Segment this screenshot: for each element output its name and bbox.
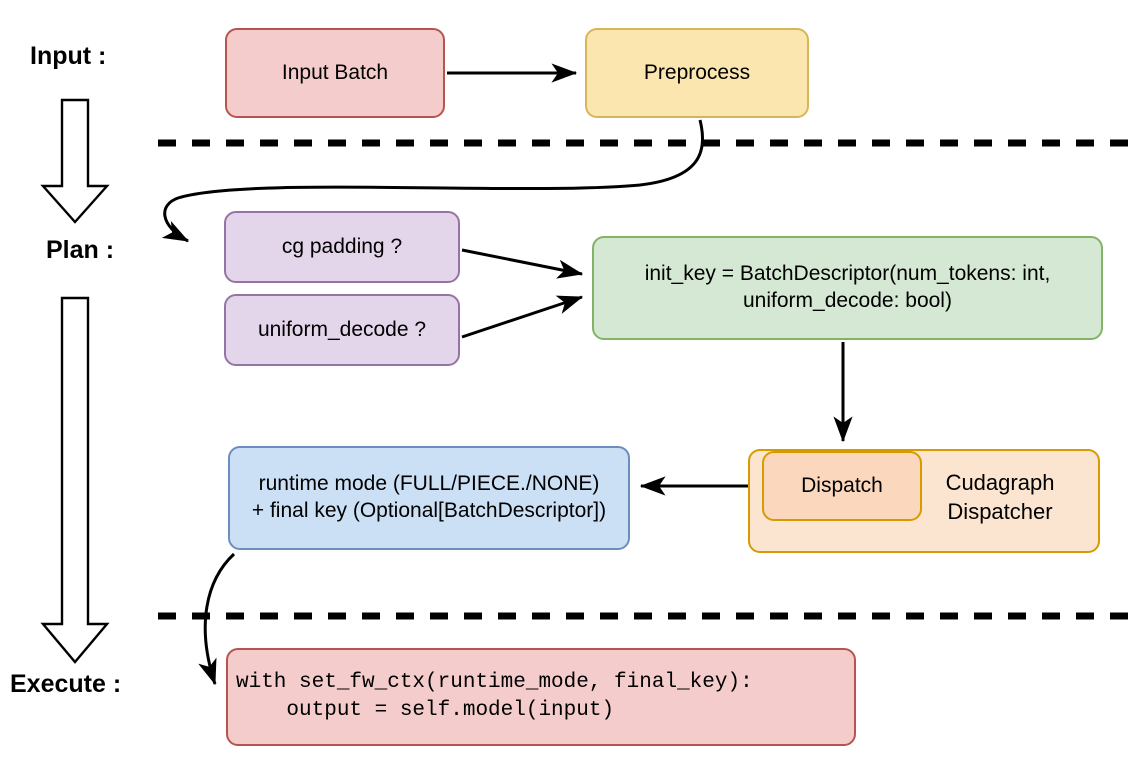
stage-label-plan: Plan : (46, 236, 115, 264)
node-runtime-mode-text: runtime mode (FULL/PIECE./NONE) + final … (252, 471, 606, 525)
node-runtime-mode[interactable]: runtime mode (FULL/PIECE./NONE) + final … (228, 446, 630, 550)
node-runtime-mode-line2: + final key (Optional[BatchDescriptor]) (251, 499, 607, 522)
plan-to-execute-flow-arrow (40, 296, 110, 664)
node-dispatch[interactable]: Dispatch (762, 451, 922, 521)
node-init-key[interactable]: init_key = BatchDescriptor(num_tokens: i… (592, 236, 1103, 340)
node-exec-code-text: with set_fw_ctx(runtime_mode, final_key)… (236, 669, 753, 726)
input-to-plan-flow-arrow (40, 98, 110, 224)
stage-label-input: Input : (30, 42, 107, 70)
node-init-key-line1: init_key = BatchDescriptor(num_tokens: i… (644, 262, 1051, 286)
node-init-key-line2: uniform_decode: bool) (743, 289, 952, 312)
stage-label-execute: Execute : (10, 670, 122, 698)
node-preprocess[interactable]: Preprocess (585, 28, 809, 118)
node-runtime-mode-line1: runtime mode (FULL/PIECE./NONE) (258, 472, 600, 496)
node-cg-padding-label: cg padding ? (281, 234, 403, 258)
node-uniform-decode[interactable]: uniform_decode ? (224, 294, 460, 366)
node-cudagraph-dispatcher-label: Cudagraph Dispatcher (920, 469, 1080, 526)
node-uniform-decode-label: uniform_decode ? (257, 317, 427, 341)
node-input-batch[interactable]: Input Batch (225, 28, 445, 118)
node-cudagraph-dispatcher-line1: Cudagraph (945, 470, 1055, 495)
node-exec-code-line1: with set_fw_ctx(runtime_mode, final_key)… (236, 670, 753, 694)
node-cudagraph-dispatcher-line2: Dispatcher (947, 498, 1053, 524)
edge-cg-padding-to-init-key (461, 248, 584, 279)
node-preprocess-label: Preprocess (643, 60, 751, 84)
edge-uniform-decode-to-init-key (461, 295, 584, 339)
node-dispatch-label: Dispatch (801, 473, 883, 497)
node-input-batch-label: Input Batch (281, 60, 389, 84)
node-cg-padding[interactable]: cg padding ? (224, 211, 460, 283)
node-exec-code[interactable]: with set_fw_ctx(runtime_mode, final_key)… (226, 648, 856, 746)
node-exec-code-line2: output = self.model(input) (236, 699, 615, 722)
node-init-key-text: init_key = BatchDescriptor(num_tokens: i… (645, 261, 1051, 315)
